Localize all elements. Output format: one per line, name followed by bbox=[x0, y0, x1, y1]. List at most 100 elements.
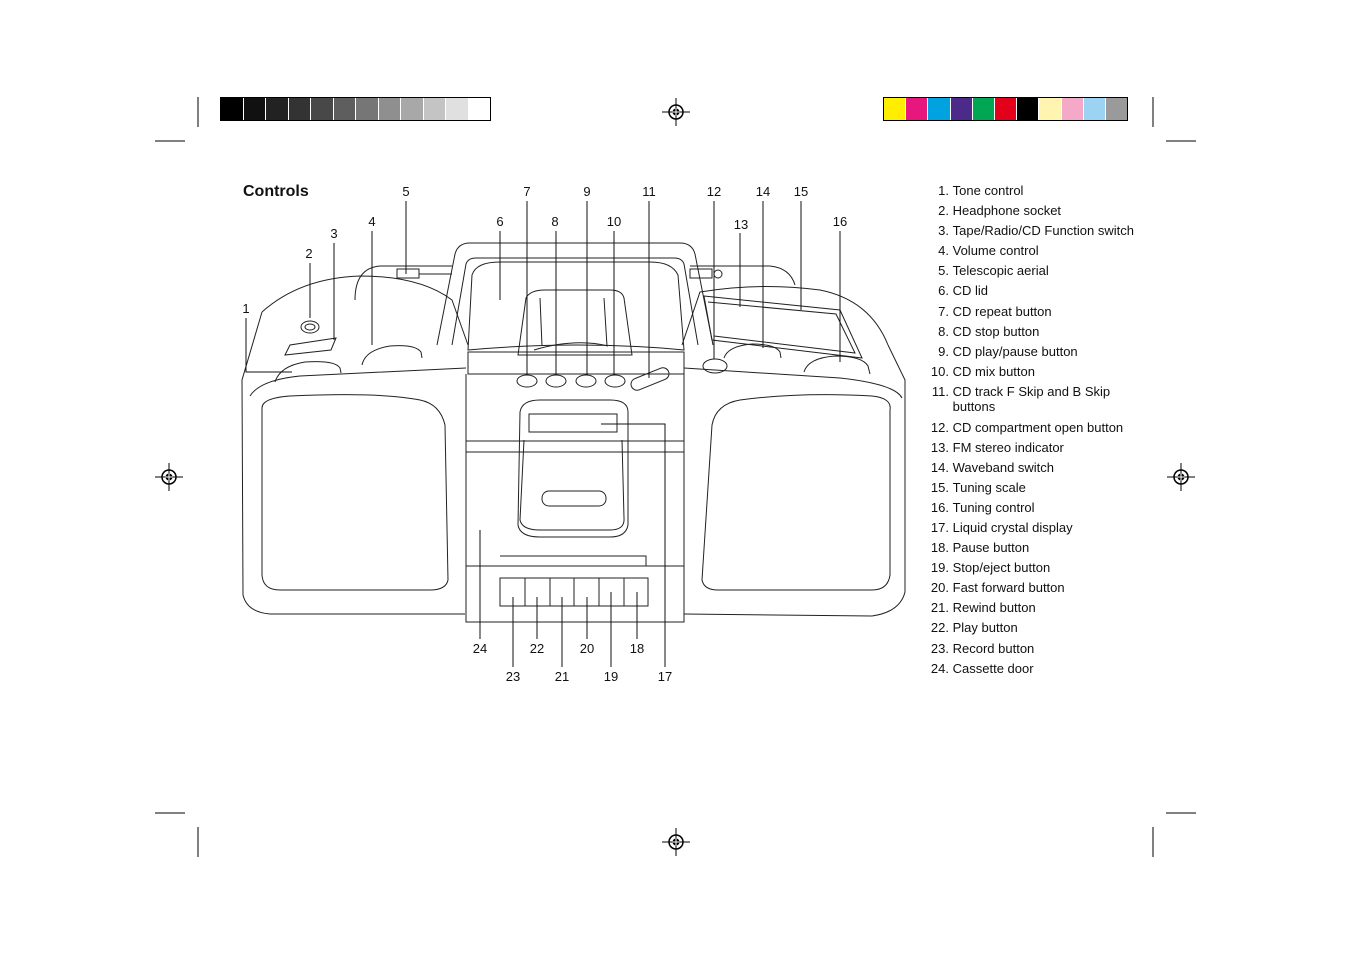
legend-item: 16. Tuning control bbox=[920, 500, 1135, 516]
liquid-crystal-display bbox=[528, 413, 618, 433]
callout-11: 11 bbox=[642, 184, 656, 199]
color-swatch bbox=[1039, 98, 1062, 120]
color-swatch bbox=[423, 98, 446, 120]
color-swatch bbox=[1083, 98, 1106, 120]
color-swatch bbox=[356, 98, 379, 120]
color-swatch bbox=[972, 98, 995, 120]
callout-leader-lines bbox=[245, 201, 841, 667]
callout-24: 24 bbox=[473, 641, 487, 656]
color-swatch bbox=[333, 98, 356, 120]
legend-text: CD lid bbox=[952, 283, 989, 299]
waveband-switch bbox=[723, 343, 782, 359]
callout-19: 19 bbox=[604, 669, 618, 684]
cd-mix-button bbox=[604, 374, 626, 388]
legend-number: 12. bbox=[930, 419, 949, 435]
legend-number: 9. bbox=[938, 343, 949, 359]
callout-22: 22 bbox=[530, 641, 544, 656]
registration-mark bbox=[1167, 463, 1195, 491]
tuning-control bbox=[803, 355, 871, 375]
legend-text: Stop/eject button bbox=[952, 560, 1051, 576]
legend-item: 7. CD repeat button bbox=[920, 304, 1135, 320]
cd-stop-button bbox=[545, 374, 567, 388]
legend-text: FM stereo indicator bbox=[952, 439, 1064, 455]
legend-text: Play button bbox=[952, 620, 1018, 636]
legend-text: Liquid crystal display bbox=[952, 520, 1073, 535]
color-swatch bbox=[401, 98, 424, 120]
legend-number: 5. bbox=[938, 263, 949, 279]
legend-number: 18. bbox=[930, 540, 949, 556]
legend-item: 9. CD play/pause button bbox=[920, 344, 1135, 360]
legend-number: 6. bbox=[938, 283, 949, 299]
legend-number: 21. bbox=[930, 600, 949, 616]
color-swatch bbox=[378, 98, 401, 120]
legend-text: CD compartment open button bbox=[952, 419, 1124, 435]
legend-number: 13. bbox=[930, 439, 949, 455]
legend-number: 17. bbox=[930, 520, 949, 535]
page-title: Controls bbox=[243, 183, 309, 200]
legend-text: CD track F Skip and B Skip buttons bbox=[952, 383, 1111, 415]
legend-item: 20. Fast forward button bbox=[920, 580, 1135, 596]
legend-item: 15. Tuning scale bbox=[920, 480, 1135, 496]
callout-2: 2 bbox=[305, 246, 312, 261]
callout-21: 21 bbox=[555, 669, 569, 684]
legend-number: 10. bbox=[930, 363, 949, 379]
callout-20: 20 bbox=[580, 641, 594, 656]
legend-number: 4. bbox=[938, 243, 949, 259]
legend-text: Fast forward button bbox=[952, 580, 1065, 596]
legend-text: CD repeat button bbox=[952, 303, 1052, 319]
color-swatch bbox=[994, 98, 1018, 120]
function-switch bbox=[284, 337, 337, 356]
color-swatch bbox=[468, 98, 490, 120]
callout-6: 6 bbox=[496, 214, 503, 229]
legend-text: Tuning scale bbox=[952, 479, 1026, 495]
callout-12: 12 bbox=[707, 184, 721, 199]
legend-text: Waveband switch bbox=[952, 459, 1055, 475]
legend-item: 12. CD compartment open button bbox=[920, 420, 1135, 436]
left-speaker bbox=[261, 394, 449, 591]
callout-5: 5 bbox=[402, 184, 409, 199]
volume-control bbox=[361, 345, 423, 366]
legend-text: Tone control bbox=[952, 183, 1024, 198]
legend-text: Tuning control bbox=[952, 499, 1035, 515]
display-housing bbox=[517, 399, 629, 538]
legend-item: 17. Liquid crystal display bbox=[920, 520, 1135, 536]
top-deck-left bbox=[261, 275, 469, 346]
legend-number: 14. bbox=[930, 459, 949, 475]
cd-repeat-button bbox=[516, 374, 538, 388]
tone-control bbox=[274, 361, 342, 383]
legend-number: 11. bbox=[931, 383, 949, 399]
color-swatch bbox=[221, 98, 244, 120]
cd-play-pause-button bbox=[575, 374, 597, 388]
color-swatch bbox=[1105, 98, 1128, 120]
callout-16: 16 bbox=[833, 214, 847, 229]
legend-number: 16. bbox=[930, 499, 949, 515]
legend-number: 19. bbox=[930, 560, 949, 576]
callout-13: 13 bbox=[734, 217, 748, 232]
color-swatch bbox=[311, 98, 334, 120]
legend-number: 8. bbox=[938, 323, 949, 339]
center-column bbox=[465, 374, 685, 623]
stereo-led bbox=[713, 269, 723, 279]
legend-number: 22. bbox=[930, 620, 949, 636]
legend-item: 8. CD stop button bbox=[920, 324, 1135, 340]
color-swatch bbox=[266, 98, 289, 120]
color-swatch bbox=[446, 98, 469, 120]
legend-number: 20. bbox=[930, 580, 949, 596]
legend-item: 18. Pause button bbox=[920, 540, 1135, 556]
callout-15: 15 bbox=[794, 184, 808, 199]
callout-23: 23 bbox=[506, 669, 520, 684]
legend-number: 3. bbox=[938, 223, 949, 239]
grayscale-color-bar bbox=[220, 97, 491, 121]
callout-18: 18 bbox=[630, 641, 644, 656]
legend-text: Cassette door bbox=[952, 660, 1034, 676]
callout-8: 8 bbox=[551, 214, 558, 229]
callout-1: 1 bbox=[242, 301, 249, 316]
registration-mark bbox=[662, 98, 690, 126]
callout-3: 3 bbox=[330, 226, 337, 241]
registration-mark bbox=[155, 463, 183, 491]
color-swatch bbox=[1017, 98, 1040, 120]
legend-item: 21. Rewind button bbox=[920, 600, 1135, 616]
